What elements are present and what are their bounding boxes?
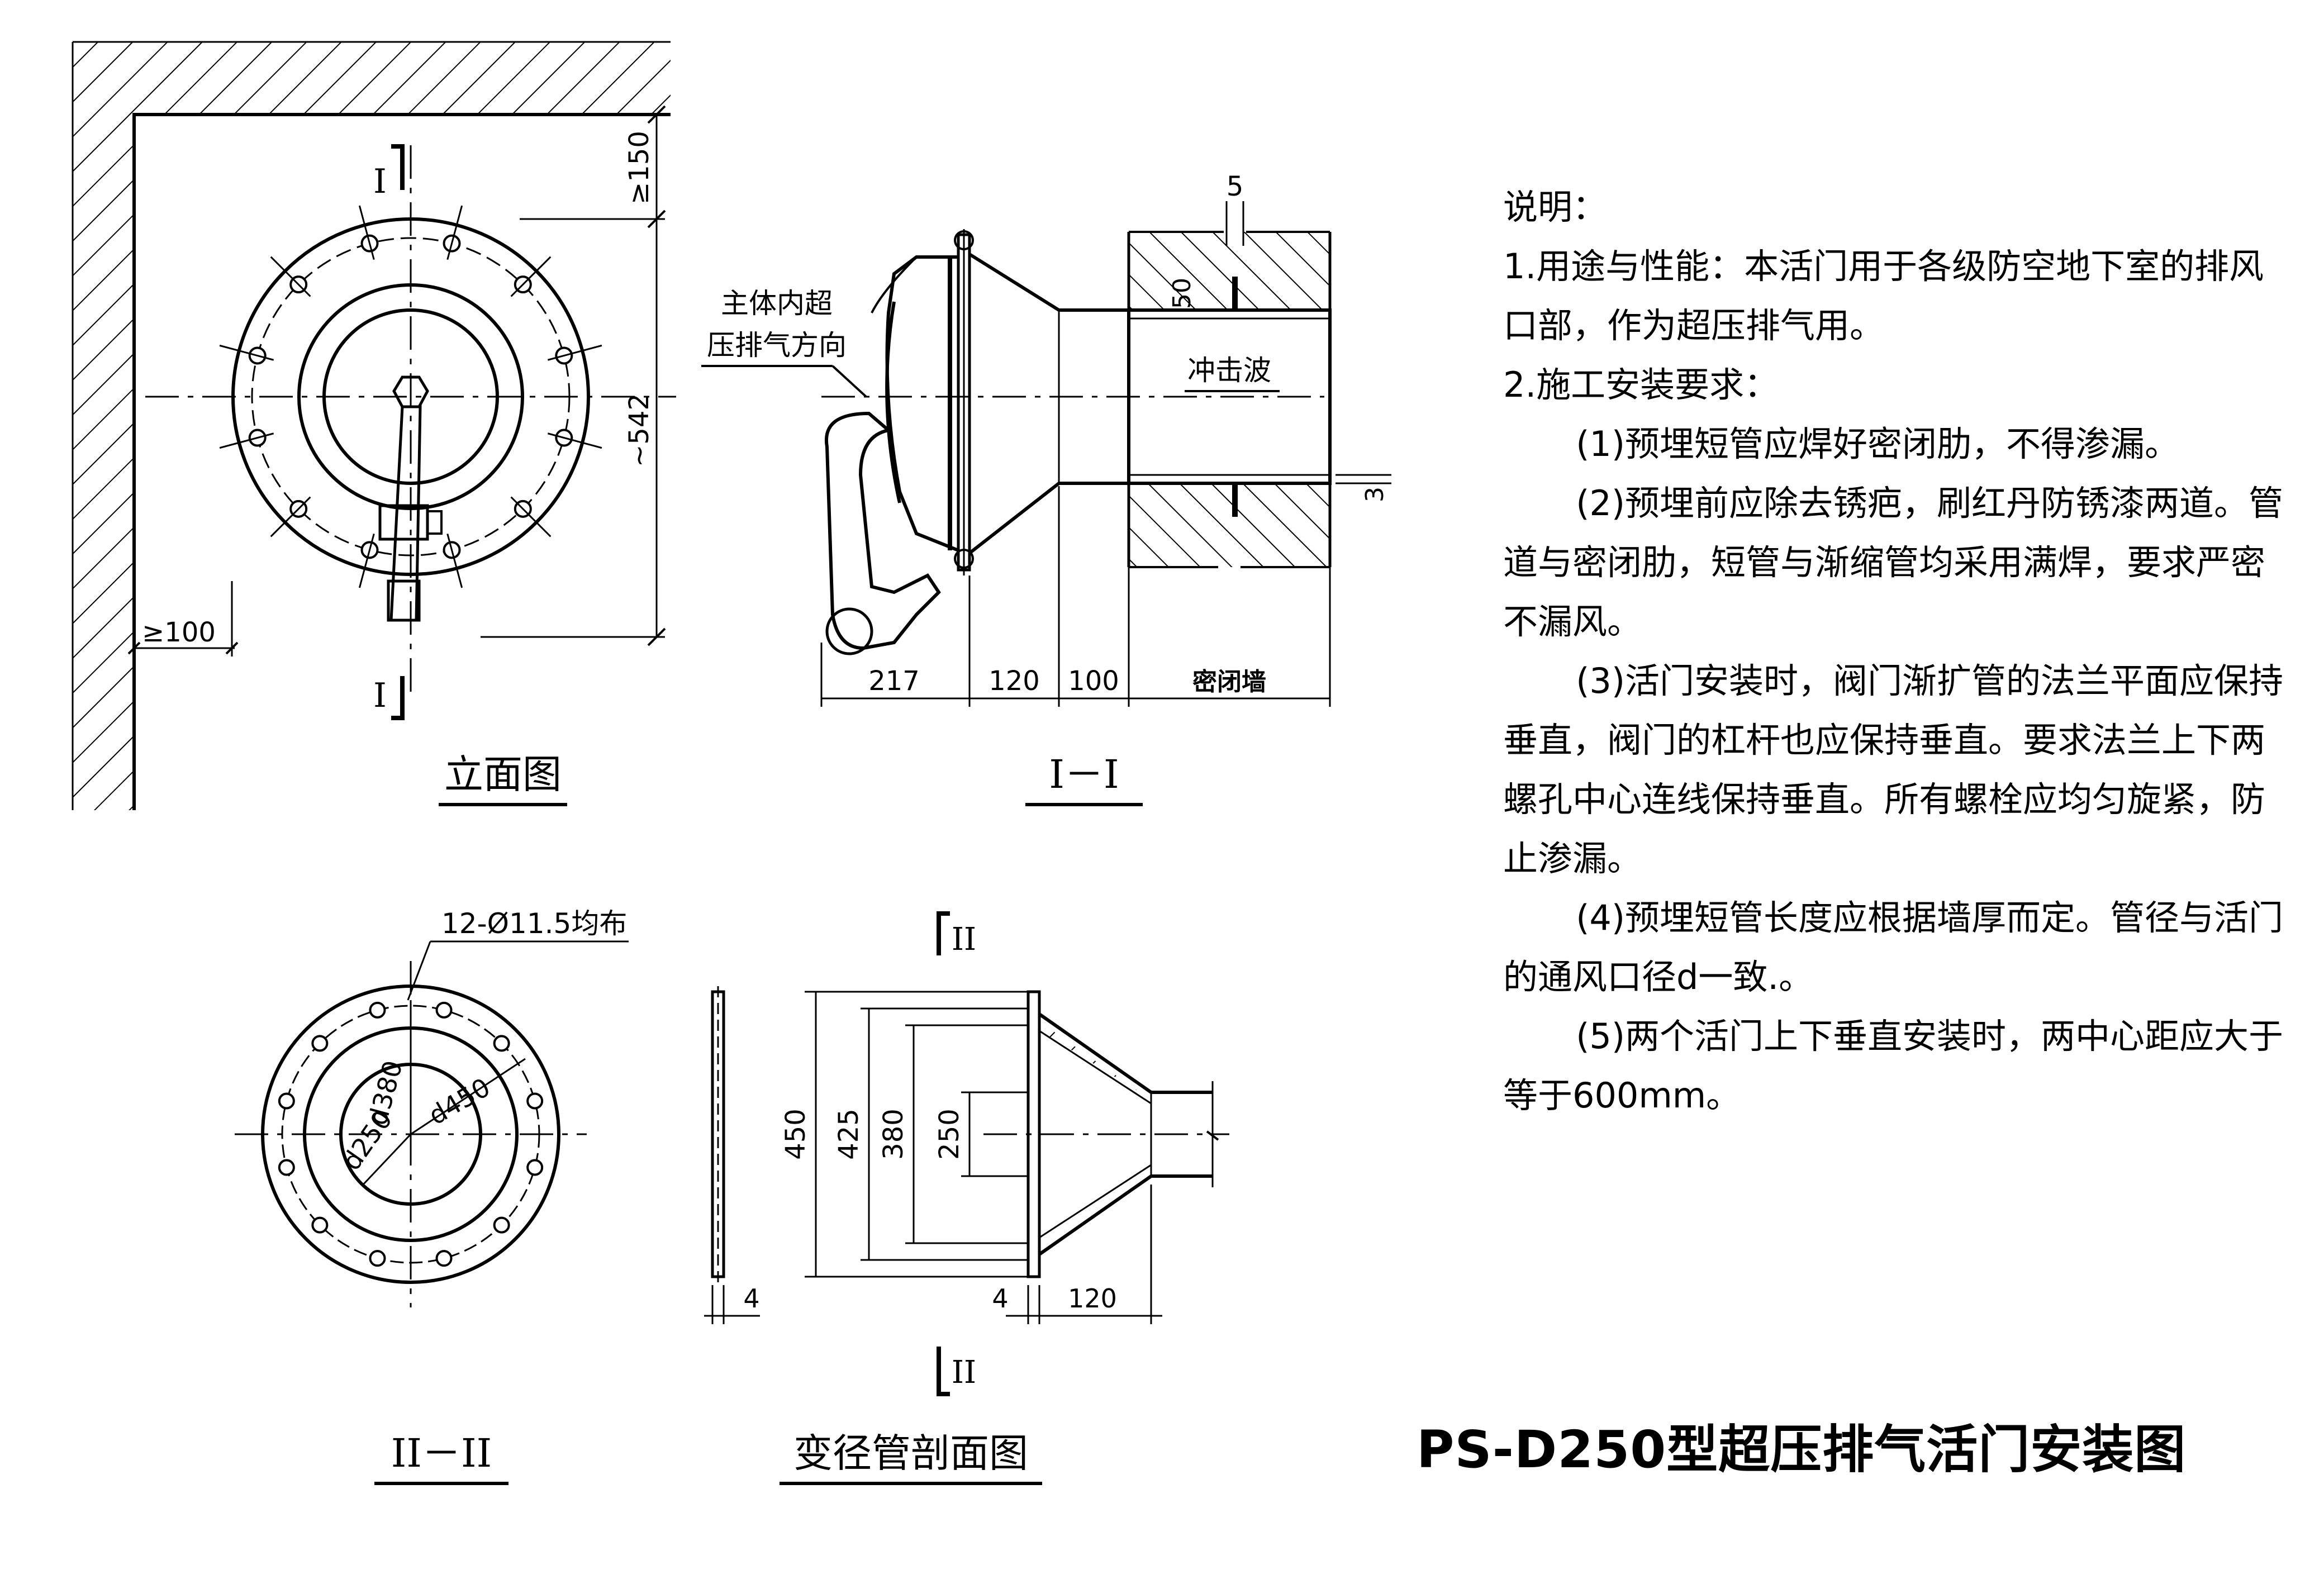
bolt-hole: [526, 1092, 544, 1110]
wall-label: 密闭墙: [1192, 668, 1266, 696]
d380-label: d380: [362, 1057, 408, 1128]
section-mark-top: I: [373, 162, 387, 201]
wall-hatch: [73, 42, 671, 810]
bolt-hole: [278, 1159, 295, 1176]
flow-label-line1: 主体内超: [721, 287, 833, 320]
bolt-hole: [493, 1035, 510, 1052]
note-2-5: (5)两个活门上下垂直安装时，两中心距应大于等于600mm。: [1503, 1016, 2284, 1116]
bolt-centerline: [446, 533, 463, 588]
dim-side-clearance: ≥100: [142, 617, 216, 648]
bolt-centerline: [510, 256, 552, 297]
dim-425: 425: [833, 1109, 864, 1160]
note-2-4: (4)预埋短管长度应根据墙厚而定。管径与活门的通风口径d一致.。: [1503, 897, 2284, 997]
dim-4a: 4: [743, 1283, 759, 1314]
bolt-centerline: [446, 205, 463, 260]
lever-arm: [389, 405, 422, 622]
dim-height: ~542: [624, 393, 655, 467]
bolt-centerline: [270, 256, 311, 297]
lever: [824, 411, 941, 650]
dim-top-clearance: ≥150: [624, 131, 655, 204]
bolt-centerline: [547, 432, 602, 449]
dim-250: 250: [934, 1109, 965, 1160]
section-1-caption: I－I: [1049, 751, 1119, 797]
dim-3: 3: [1361, 487, 1389, 502]
loose-flange: [711, 990, 725, 1278]
section-2-view: d250 d380 d450 12-Ø11.5均布 II－II: [235, 907, 629, 1485]
wall-lower-hatch: [1129, 483, 1330, 567]
notes-panel: 说明： 1.用途与性能：本活门用于各级防空地下室的排风口部，作为超压排气用。 2…: [1503, 178, 2297, 1125]
dim-4b: 4: [992, 1283, 1008, 1314]
dim-450: 450: [780, 1109, 811, 1160]
bolt-centerline: [547, 344, 602, 361]
bolt-centerline: [358, 205, 375, 260]
bolt-hole: [278, 1092, 295, 1110]
section-1-view: 主体内超 压排气方向 冲击波 5 50 3 217 120 100 密闭墙 I－…: [701, 171, 1391, 806]
section-mark-ii-bottom: II: [952, 1354, 976, 1391]
flange-outer-2: [261, 984, 560, 1284]
elevation-caption: 立面图: [444, 751, 562, 797]
dim-50: 50: [1168, 278, 1196, 309]
section-2-caption: II－II: [391, 1430, 492, 1476]
bolt-centerline: [219, 432, 274, 449]
reducer-caption: 变径管剖面图: [793, 1430, 1028, 1476]
note-2: 2.施工安装要求：: [1503, 364, 1779, 405]
bolt-hole: [493, 1216, 510, 1234]
bolt-hole: [311, 1035, 329, 1052]
bolt-hole: [311, 1216, 329, 1234]
notes-heading: 说明：: [1503, 187, 1608, 227]
flange-inner: [297, 283, 524, 510]
section-mark-ii-top: II: [952, 921, 976, 958]
dim-217: 217: [868, 665, 920, 697]
dim-120: 120: [988, 665, 1040, 697]
note-1: 1.用途与性能：本活门用于各级防空地下室的排风口部，作为超压排气用。: [1503, 246, 2264, 346]
dim-380: 380: [878, 1109, 909, 1160]
bolt-hole: [369, 1001, 386, 1019]
note-2-2: (2)预埋前应除去锈疤，刷红丹防锈漆两道。管道与密闭肋，短管与渐缩管均采用满焊，…: [1503, 483, 2284, 642]
bolt-centerline: [219, 344, 274, 361]
dim-100: 100: [1068, 665, 1119, 697]
bolt-hole: [369, 1250, 386, 1267]
drawing-title: PS-D250型超压排气活门安装图: [1417, 1420, 2187, 1480]
bolt-centerline: [270, 496, 311, 537]
valve-disc: [322, 308, 499, 485]
wall-upper-hatch: [1129, 232, 1330, 310]
bolt-holes-2: [278, 1001, 544, 1267]
valve-body: [885, 255, 959, 552]
bolt-centerline: [510, 496, 552, 537]
bolt-centerline: [358, 533, 375, 588]
bolt-hole: [435, 1250, 453, 1267]
bolt-hole: [526, 1159, 544, 1176]
note-2-1: (1)预埋短管应焊好密闭肋，不得渗漏。: [1576, 424, 2180, 464]
bolt-hole: [435, 1001, 453, 1019]
shock-wave-label: 冲击波: [1187, 354, 1271, 387]
flange-outer: [231, 217, 590, 576]
reducer-cone: [968, 253, 1129, 555]
d450-label: d450: [424, 1072, 495, 1131]
dim-5: 5: [1227, 171, 1244, 202]
bolt-holes: [219, 205, 602, 588]
holes-label: 12-Ø11.5均布: [441, 907, 627, 940]
elevation-view: ≥150 ~542 ≥100 I I 立面图: [72, 41, 676, 810]
section-mark-bottom: I: [373, 676, 387, 715]
wall-edge: [132, 113, 671, 810]
note-2-3: (3)活门安装时，阀门渐扩管的法兰平面应保持垂直，阀门的杠杆也应保持垂直。要求法…: [1503, 660, 2284, 879]
reducer-view: 450 425 380 250 4 4 120 II II 变径管剖面图: [704, 911, 1229, 1485]
lever-clamp: [378, 504, 429, 541]
dim-120-reducer: 120: [1068, 1283, 1117, 1314]
flow-label-line2: 压排气方向: [707, 329, 847, 361]
flange-bolt-circle: [251, 237, 571, 556]
